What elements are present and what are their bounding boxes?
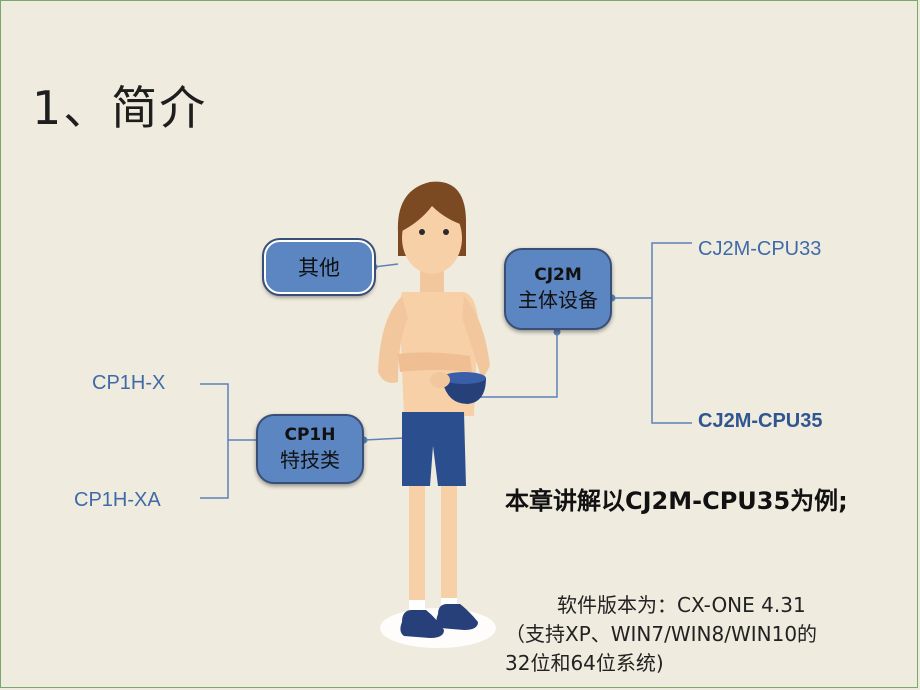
dot-cj2m bbox=[553, 328, 561, 336]
bowl bbox=[442, 378, 486, 404]
leaf-cj2m-cpu33: CJ2M-CPU33 bbox=[698, 238, 822, 260]
leg-left bbox=[409, 486, 425, 604]
note-software-line3: 32位和64位系统) bbox=[505, 651, 664, 675]
arm-left bbox=[378, 296, 408, 383]
leg-right bbox=[441, 486, 457, 604]
connector-cj2m bbox=[472, 330, 558, 398]
person-figure bbox=[378, 181, 496, 648]
note-software: 软件版本为：CX-ONE 4.31 （支持XP、WIN7/WIN8/WIN10的… bbox=[505, 591, 900, 678]
eye-right bbox=[443, 229, 449, 235]
connector-cp1h bbox=[363, 437, 405, 441]
bubble-cj2m-line1: CJ2M bbox=[534, 265, 582, 285]
arm-right bbox=[462, 296, 490, 380]
bowl-rim bbox=[442, 372, 486, 384]
note-software-line1: 软件版本为：CX-ONE 4.31 bbox=[557, 593, 806, 617]
eye-left bbox=[419, 229, 425, 235]
bubble-cp1h-line2: 特技类 bbox=[280, 448, 340, 472]
note-software-line2: （支持XP、WIN7/WIN8/WIN10的 bbox=[505, 622, 818, 646]
hair-fringe bbox=[400, 186, 466, 232]
connector-other bbox=[373, 263, 399, 268]
bubble-cj2m-line2: 主体设备 bbox=[518, 288, 598, 312]
leaf-cj2m-cpu35: CJ2M-CPU35 bbox=[698, 410, 823, 432]
forearm bbox=[398, 352, 472, 372]
bubble-other: 其他 bbox=[262, 238, 376, 296]
connector-cp1h-bracket bbox=[200, 383, 229, 499]
connectors bbox=[200, 242, 692, 499]
shorts bbox=[402, 412, 466, 486]
bubble-cp1h-line1: CP1H bbox=[284, 425, 336, 445]
connector-cj2m-bracket bbox=[651, 242, 692, 424]
slide-title: 1、简介 bbox=[32, 81, 208, 135]
bubble-cp1h: CP1H 特技类 bbox=[256, 414, 364, 484]
note-main: 本章讲解以CJ2M-CPU35为例; bbox=[505, 487, 848, 515]
hand bbox=[430, 372, 450, 388]
leaf-cp1h-x: CP1H-X bbox=[92, 372, 166, 394]
bubble-cj2m: CJ2M 主体设备 bbox=[504, 248, 612, 330]
leaf-cp1h-xa: CP1H-XA bbox=[74, 489, 161, 511]
